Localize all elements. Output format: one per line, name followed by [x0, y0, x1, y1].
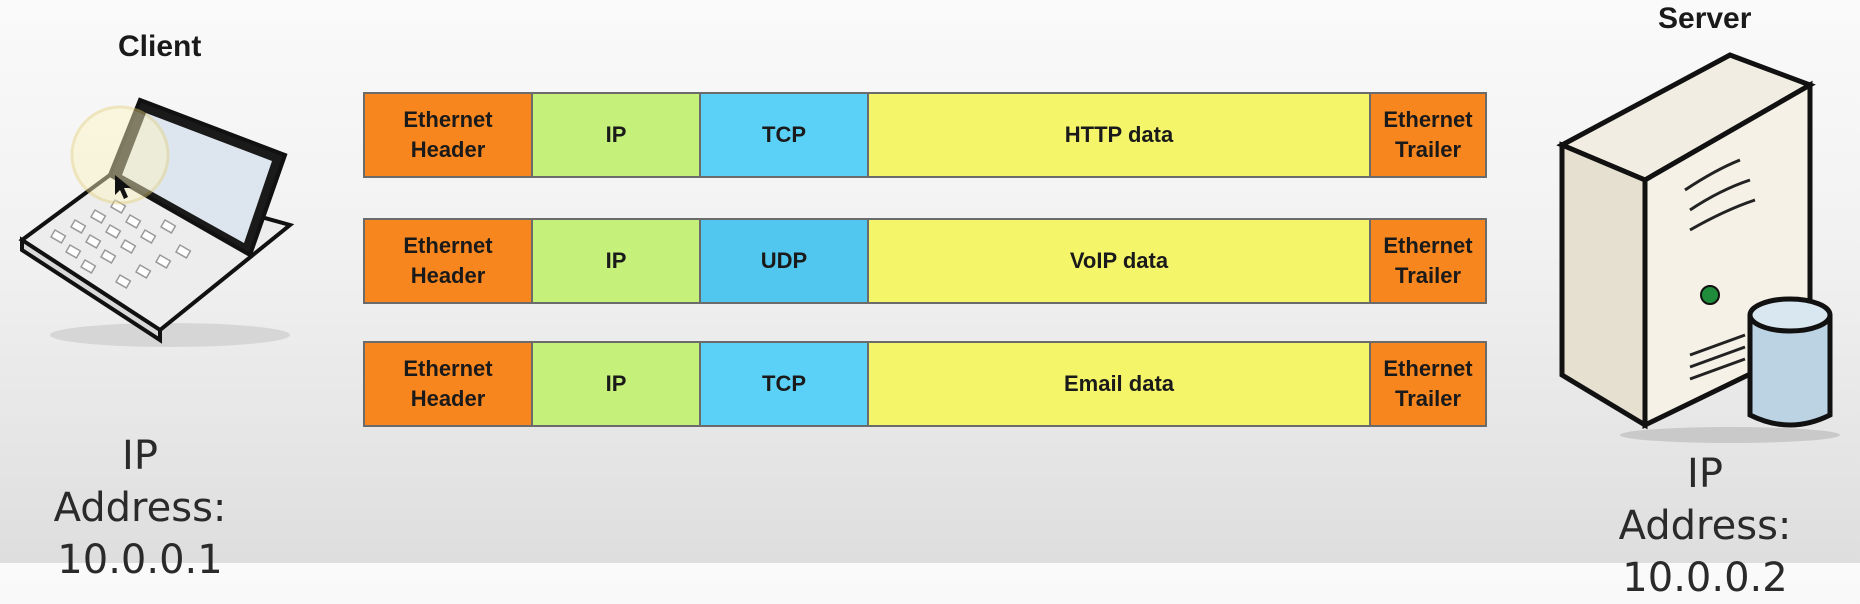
- server-label: Server: [1658, 2, 1752, 35]
- laptop-icon: [18, 97, 295, 347]
- payload-data: HTTP data: [869, 94, 1371, 176]
- client-label: Client: [118, 30, 202, 63]
- transport-header: TCP: [701, 343, 869, 425]
- ethernet-header: Ethernet Header: [365, 94, 533, 176]
- server-ip-label: IP Address:: [1618, 451, 1792, 549]
- client-ip-label: IP Address:: [53, 433, 227, 531]
- client-ip-value: 10.0.0.1: [57, 537, 223, 583]
- frame-email: Ethernet Header IP TCP Email data Ethern…: [363, 341, 1487, 427]
- server-ip-value: 10.0.0.2: [1622, 555, 1788, 601]
- ip-header: IP: [533, 94, 701, 176]
- ethernet-trailer: Ethernet Trailer: [1371, 343, 1485, 425]
- ethernet-trailer: Ethernet Trailer: [1371, 220, 1485, 302]
- ethernet-header: Ethernet Header: [365, 220, 533, 302]
- transport-header: TCP: [701, 94, 869, 176]
- ethernet-header: Ethernet Header: [365, 343, 533, 425]
- payload-data: VoIP data: [869, 220, 1371, 302]
- payload-data: Email data: [869, 343, 1371, 425]
- server-icon: [1556, 52, 1840, 443]
- ip-header: IP: [533, 220, 701, 302]
- frame-voip: Ethernet Header IP UDP VoIP data Etherne…: [363, 218, 1487, 304]
- server-ip-address: IP Address: 10.0.0.2: [1595, 448, 1815, 604]
- ip-header: IP: [533, 343, 701, 425]
- ethernet-trailer: Ethernet Trailer: [1371, 94, 1485, 176]
- transport-header: UDP: [701, 220, 869, 302]
- frame-http: Ethernet Header IP TCP HTTP data Etherne…: [363, 92, 1487, 178]
